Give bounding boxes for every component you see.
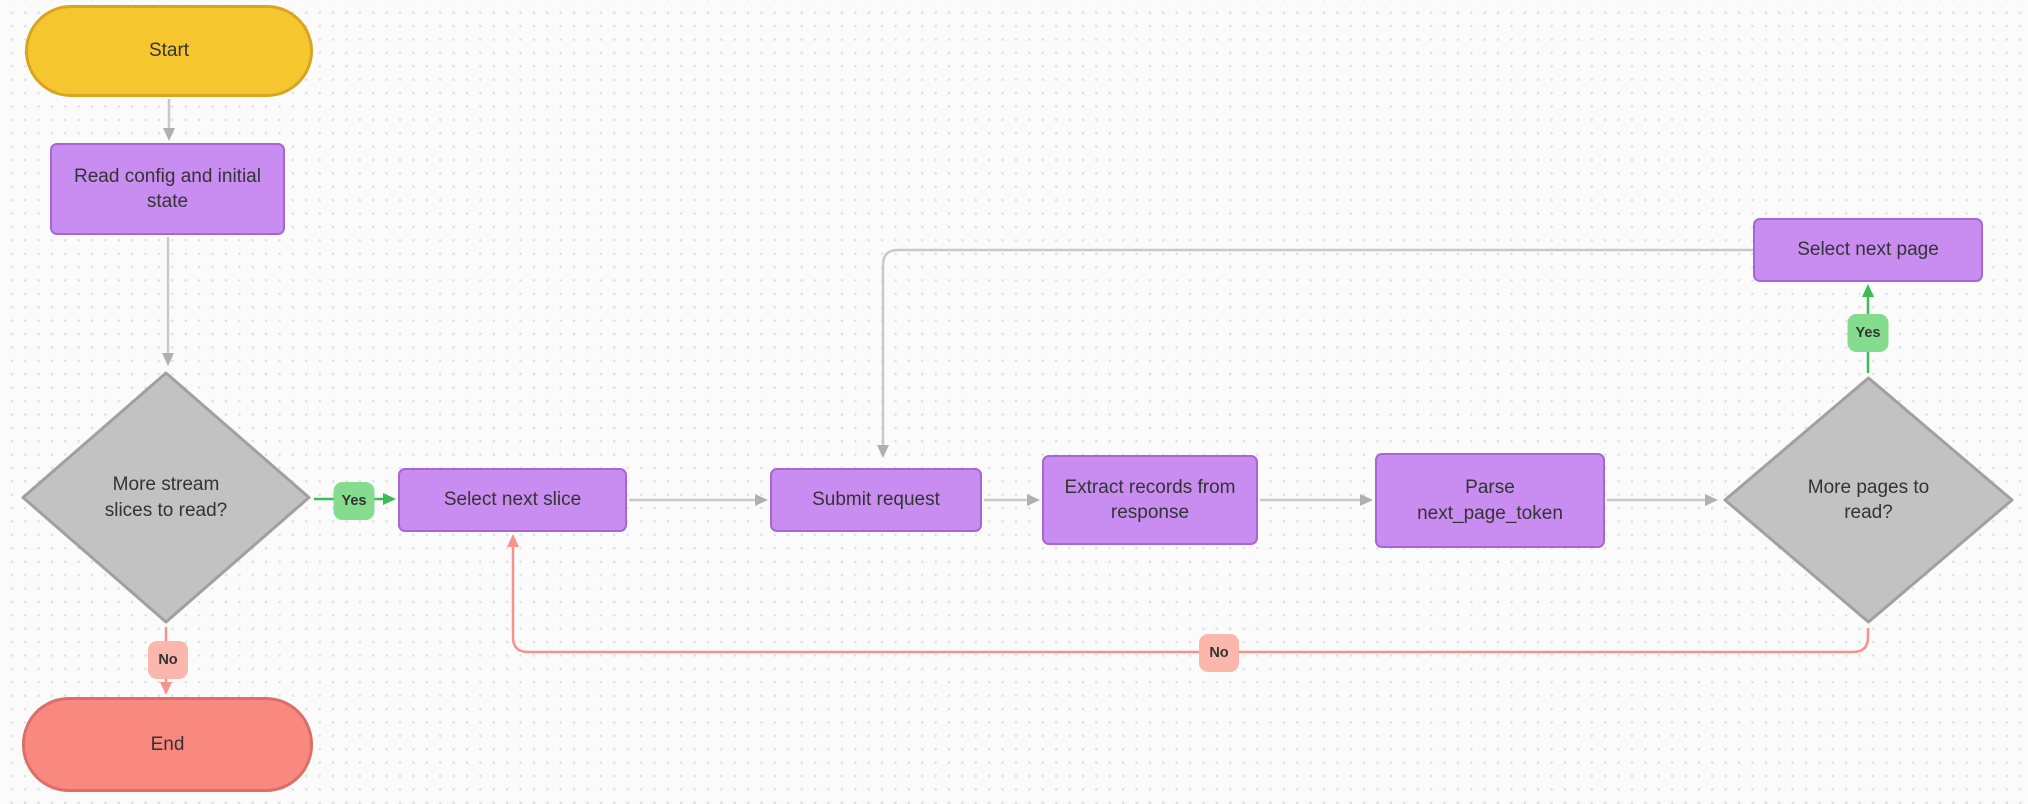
edge-label-no-pages-text: No (1209, 645, 1229, 661)
edge-label-no-pages[interactable]: No (1199, 634, 1239, 672)
node-select-next-page-label: Select next page (1797, 239, 1939, 261)
node-more-pages[interactable]: More pages to read? (1722, 375, 2015, 625)
node-more-stream-slices[interactable]: More stream slices to read? (20, 370, 312, 625)
node-more-stream-slices-label: More stream slices to read? (104, 474, 228, 521)
node-select-next-page[interactable]: Select next page (1753, 218, 1983, 282)
node-start-label: Start (148, 40, 190, 62)
node-submit-request[interactable]: Submit request (770, 468, 982, 532)
node-parse-next-page-token-label: Parse next_page_token (1417, 477, 1563, 524)
node-read-config[interactable]: Read config and initial state (50, 143, 285, 235)
node-end[interactable]: End (22, 697, 313, 792)
node-submit-request-label: Submit request (812, 489, 940, 511)
edge-label-no-slices-text: No (158, 652, 178, 668)
edge-page-loop-to-submit (877, 248, 1753, 458)
node-more-pages-label: More pages to read? (1807, 476, 1930, 523)
node-extract-records-label: Extract records from response (1064, 476, 1236, 523)
edge-label-yes-slices[interactable]: Yes (333, 482, 375, 520)
node-end-label: End (150, 733, 185, 755)
edge-label-yes-pages[interactable]: Yes (1847, 314, 1889, 352)
edge-label-yes-pages-text: Yes (1855, 325, 1881, 341)
edge-no-more-pages-to-slice (507, 534, 1870, 654)
decision-diamond-shape (21, 371, 311, 624)
edge-label-yes-slices-text: Yes (341, 493, 367, 509)
edge-label-no-slices[interactable]: No (148, 641, 188, 679)
node-read-config-label: Read config and initial state (74, 165, 261, 212)
decision-diamond-shape (1723, 376, 2014, 624)
node-select-next-slice[interactable]: Select next slice (398, 468, 627, 532)
node-extract-records[interactable]: Extract records from response (1042, 455, 1258, 545)
node-parse-next-page-token[interactable]: Parse next_page_token (1375, 453, 1605, 548)
node-start[interactable]: Start (25, 5, 313, 97)
node-select-next-slice-label: Select next slice (443, 489, 582, 511)
